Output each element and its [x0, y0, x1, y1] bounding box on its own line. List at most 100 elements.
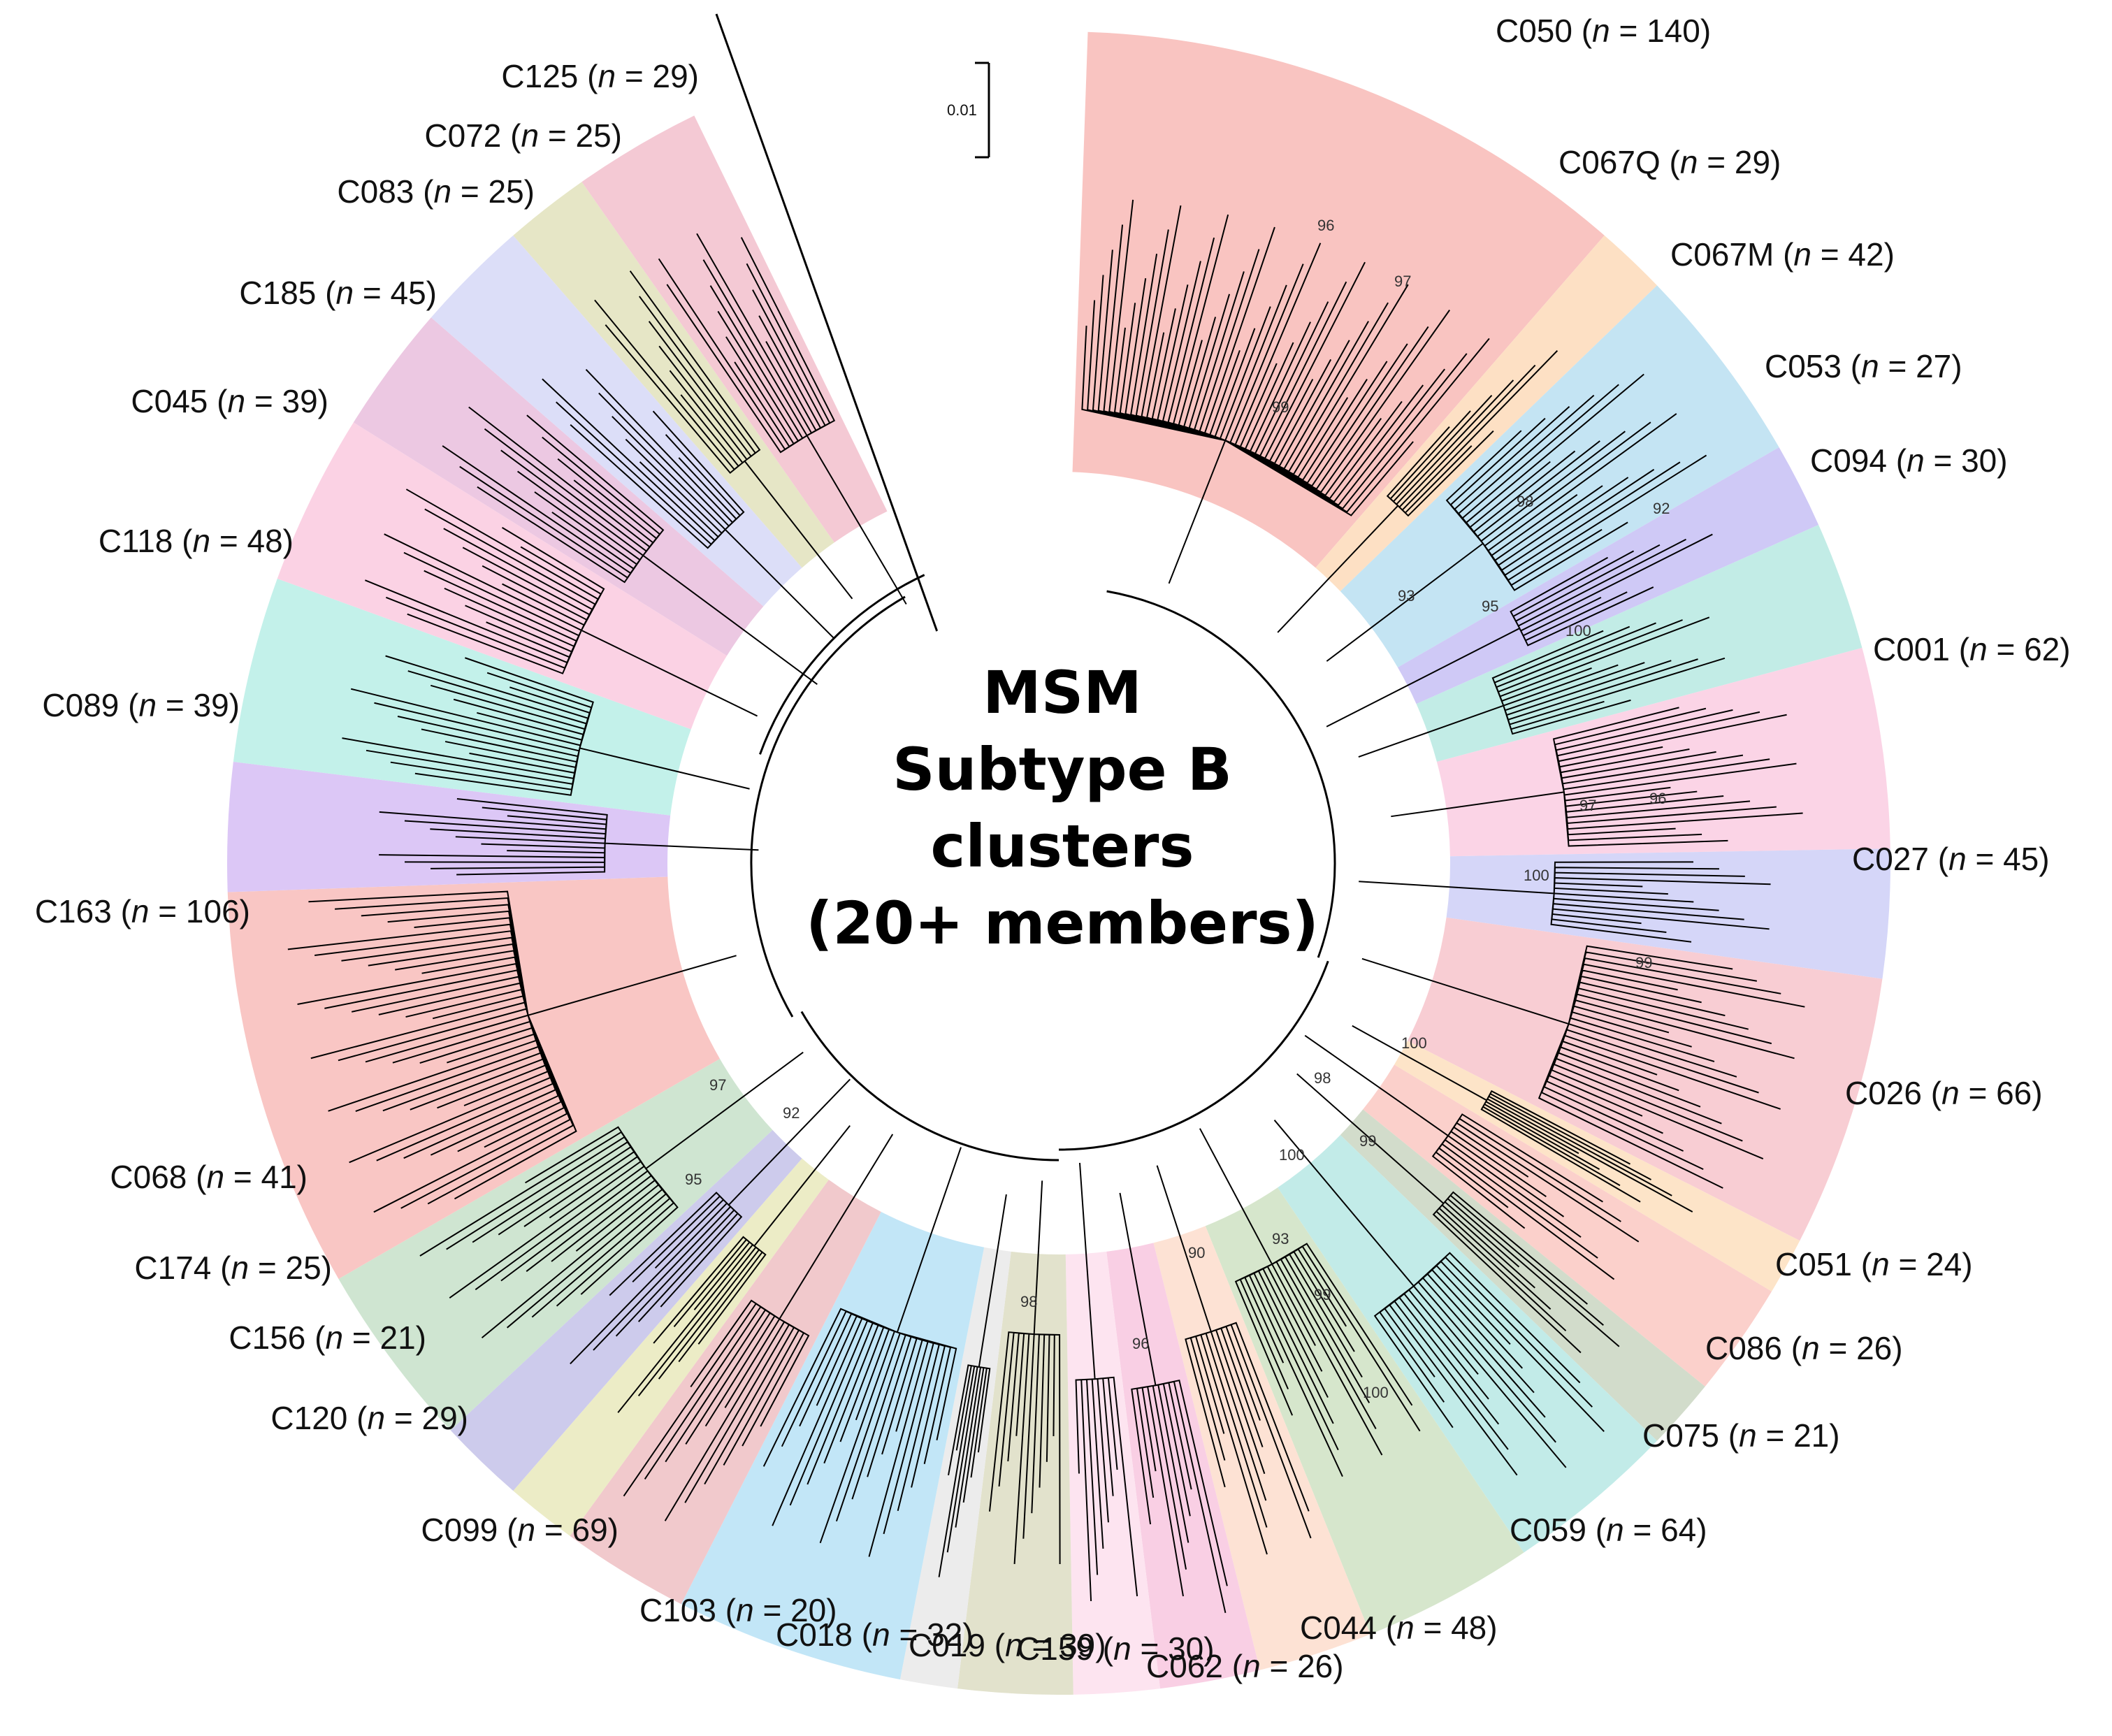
cluster-wedge-c103: [899, 1247, 1011, 1689]
subtree-c163: [287, 890, 737, 1213]
backbone-arc: [750, 595, 906, 1018]
subtree-c120: [623, 1134, 894, 1521]
cluster-label-c072: C072 (n = 25): [424, 117, 622, 154]
cluster-label-c103: C103 (n = 20): [639, 1592, 837, 1628]
subtree-branches: [762, 1147, 962, 1557]
subtree-branches: [1391, 707, 1803, 847]
subtree-branches: [1075, 1162, 1138, 1602]
subtree-branches: [617, 1125, 851, 1413]
cluster-wedge-c120: [570, 1180, 881, 1605]
subtree-c051: [1352, 1025, 1693, 1213]
cluster-label-c027: C027 (n = 45): [1852, 841, 2050, 877]
cluster-label-c094: C094 (n = 30): [1810, 442, 2008, 479]
cluster-label-c067m: C067M (n = 42): [1670, 236, 1895, 273]
subtree-c018: [989, 1180, 1061, 1565]
subtree-branches: [1359, 861, 1771, 943]
cluster-label-c075: C075 (n = 21): [1642, 1417, 1840, 1454]
cluster-label-c026: C026 (n = 66): [1845, 1075, 2043, 1111]
subtree-c026: [1361, 945, 1805, 1189]
bootstrap-value: 95: [1482, 598, 1498, 615]
subtree-branches: [594, 270, 853, 600]
cluster-label-c125: C125 (n = 29): [501, 58, 699, 94]
cluster-wedge-c086: [1363, 1064, 1772, 1387]
bootstrap-value: 98: [1314, 1069, 1331, 1087]
subtree-c027: [1359, 861, 1771, 943]
subtree-branches: [1156, 1165, 1312, 1555]
cluster-label-c044: C044 (n = 48): [1300, 1610, 1498, 1646]
subtree-branches: [570, 1078, 851, 1365]
subtree-c067m: [1326, 373, 1707, 662]
bootstrap-value: 92: [1653, 500, 1670, 517]
cluster-label-c019: C019 (n = 39): [909, 1627, 1106, 1663]
bootstrap-value: 97: [709, 1076, 726, 1094]
bootstrap-value: 99: [1272, 398, 1289, 416]
subtree-branches: [1119, 1192, 1228, 1614]
bootstrap-value: 95: [685, 1171, 702, 1188]
cluster-label-c018: C018 (n = 32): [776, 1616, 974, 1653]
subtree-branches: [938, 1194, 1007, 1577]
subtree-c125: [658, 233, 907, 605]
bootstrap-value: 100: [1524, 867, 1549, 884]
cluster-wedge-c067q: [1315, 235, 1658, 591]
bootstrap-value: 97: [1579, 797, 1596, 814]
subtree-c089: [379, 797, 759, 876]
bootstrap-value: 92: [783, 1104, 800, 1122]
backbone-arc: [1058, 960, 1329, 1151]
center-title-line-3: clusters: [931, 812, 1194, 881]
subtree-c159: [1119, 1192, 1228, 1614]
subtree-branches: [1199, 1128, 1421, 1477]
bootstrap-value: 97: [1394, 273, 1411, 290]
subtree-branches: [365, 489, 758, 717]
subtree-c044: [1199, 1128, 1421, 1477]
cluster-wedge-c185: [353, 317, 764, 656]
cluster-label-c083: C083 (n = 25): [337, 173, 535, 210]
subtree-c053: [1326, 533, 1713, 728]
subtree-branches: [1326, 533, 1713, 728]
outgroup-branch: [715, 13, 959, 689]
cluster-label-c045: C045 (n = 39): [131, 383, 328, 419]
subtree-branches: [342, 655, 750, 796]
subtree-branches: [442, 406, 818, 686]
subtree-c001: [1391, 707, 1803, 847]
bootstrap-value: 96: [1132, 1335, 1149, 1352]
subtree-branches: [623, 1134, 894, 1521]
bootstrap-value: 99: [1635, 954, 1652, 971]
subtree-branches: [989, 1180, 1061, 1565]
cluster-label-c053: C053 (n = 27): [1765, 348, 1962, 384]
bootstrap-value: 96: [1317, 217, 1334, 234]
subtree-c094: [1358, 616, 1726, 758]
cluster-wedge-c053: [1397, 447, 1819, 704]
subtree-c068: [419, 1051, 804, 1339]
subtree-c050: [1081, 199, 1490, 584]
subtree-branches: [1361, 945, 1805, 1189]
cluster-wedge-c068: [338, 1059, 773, 1431]
subtree-c086: [1304, 1034, 1640, 1280]
cluster-wedge-c125: [581, 115, 888, 543]
subtree-c067q: [1277, 350, 1558, 633]
subtree-branches: [1296, 1073, 1620, 1354]
bootstrap-value: 100: [1401, 1034, 1427, 1052]
cluster-wedge-c159: [1106, 1243, 1260, 1689]
cluster-label-c099: C099 (n = 69): [421, 1512, 619, 1548]
subtree-c156: [617, 1125, 851, 1413]
bootstrap-value: 90: [1188, 1244, 1205, 1261]
cluster-label-c120: C120 (n = 29): [270, 1400, 468, 1436]
cluster-label-c068: C068 (n = 41): [110, 1159, 308, 1195]
subtree-branches: [1081, 199, 1490, 584]
subtree-branches: [287, 890, 737, 1213]
subtree-c174: [570, 1078, 851, 1365]
backbone-arc: [1106, 590, 1336, 958]
subtree-branches: [1304, 1034, 1640, 1280]
bootstrap-value: 99: [1314, 1286, 1331, 1303]
cluster-wedge-c001: [1436, 648, 1890, 857]
center-title-line-1: MSM: [983, 658, 1142, 727]
subtree-c083: [542, 368, 834, 639]
cluster-label-c163: C163 (n = 106): [35, 893, 250, 930]
cluster-label-c159: C159 (n = 30): [1017, 1630, 1215, 1667]
cluster-label-c051: C051 (n = 24): [1775, 1246, 1973, 1282]
subtree-branches: [379, 797, 759, 876]
bootstrap-value: 93: [1398, 587, 1415, 605]
subtree-branches: [1352, 1025, 1693, 1213]
bootstrap-value: 93: [1272, 1230, 1289, 1247]
cluster-wedge-c067m: [1340, 285, 1779, 667]
